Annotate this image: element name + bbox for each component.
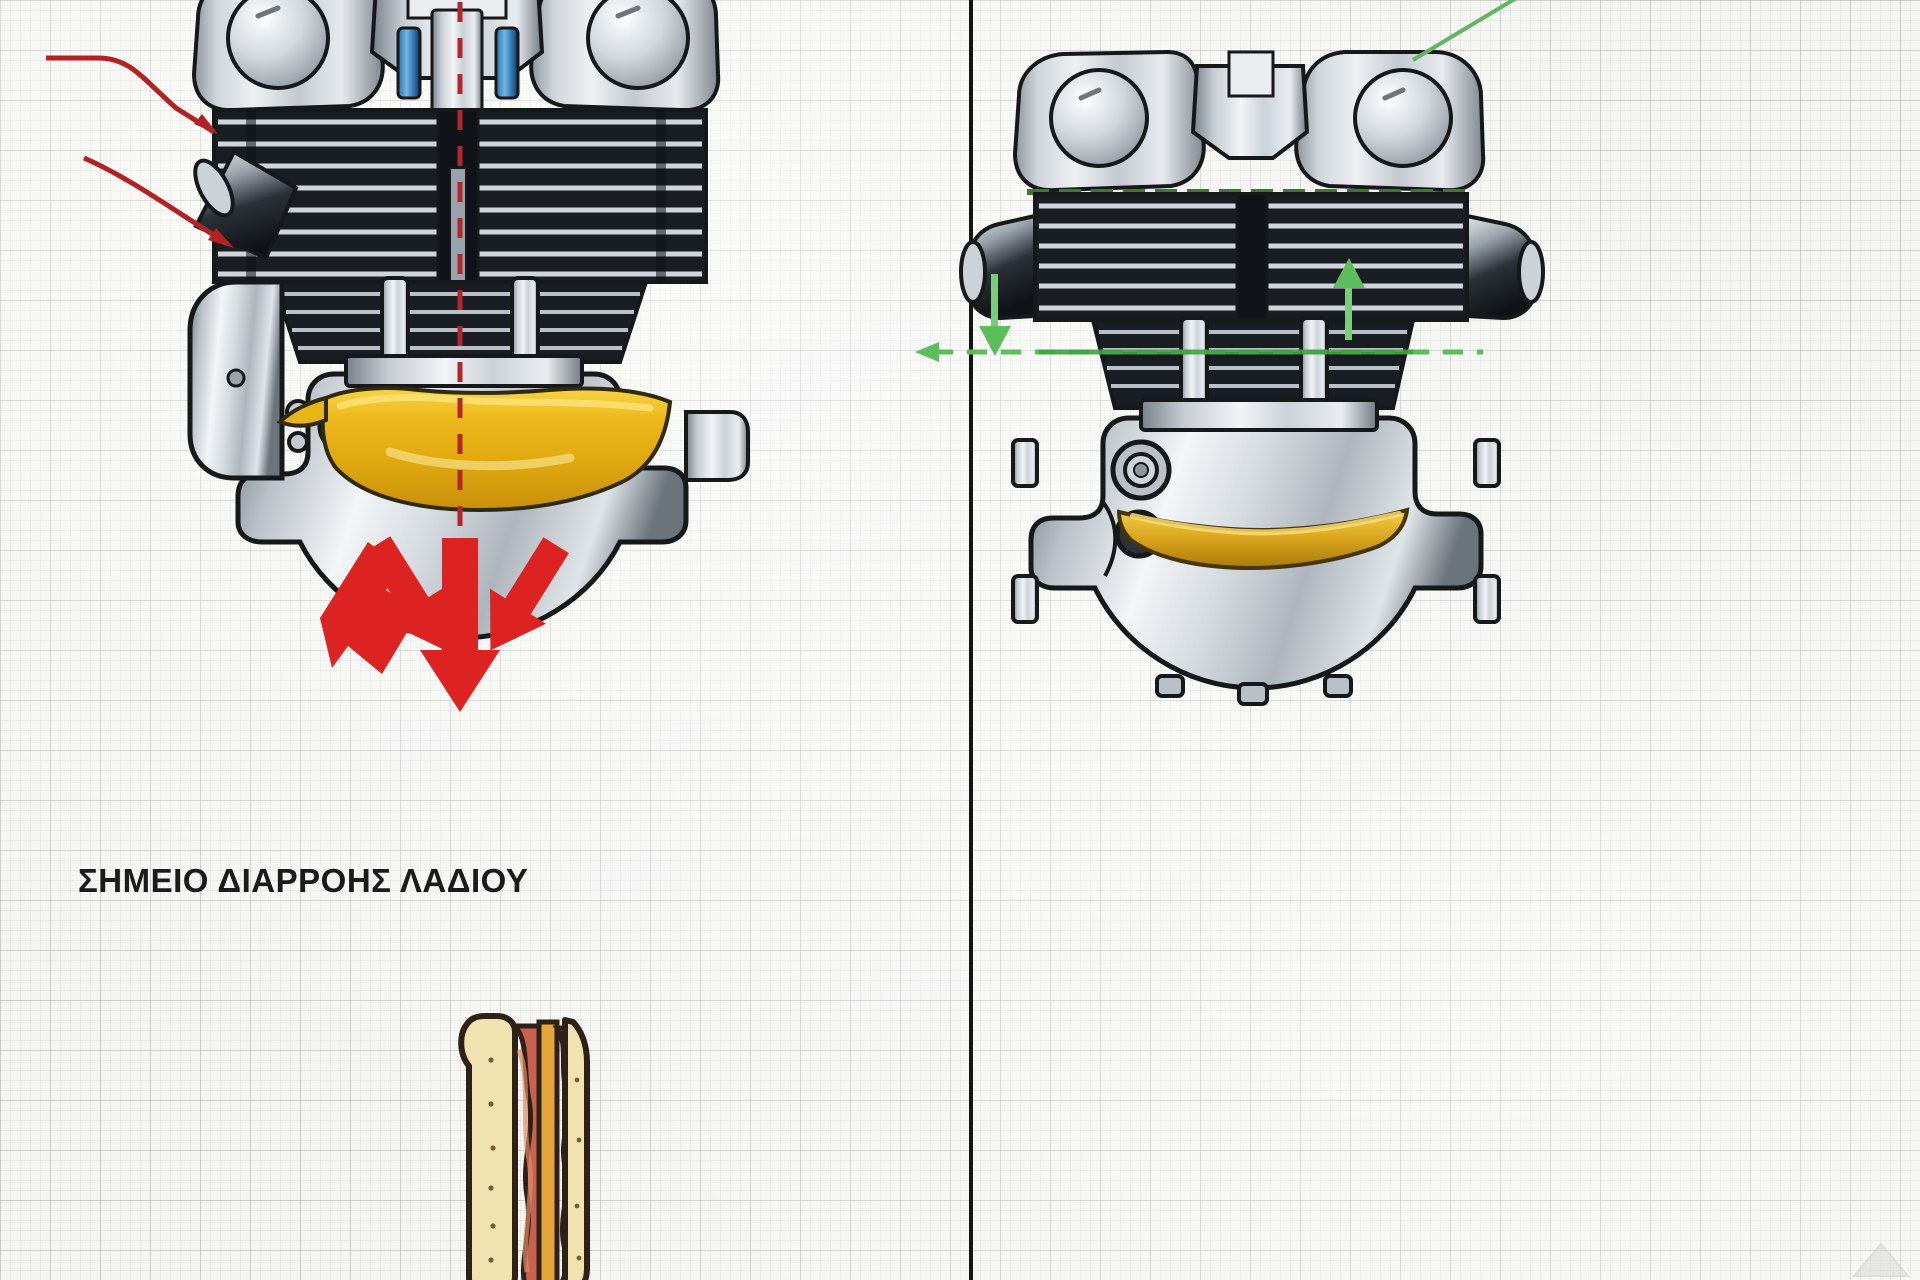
- pointer-arrow-head-gasket: [46, 55, 218, 135]
- intake-port: [193, 149, 299, 261]
- cylinder-barrel-fins: [1090, 316, 1416, 420]
- oil-level-dashed-line: [915, 342, 1483, 362]
- cylinder-head-fins: [1033, 192, 1469, 324]
- pointer-arrow-intake-port: [83, 155, 234, 248]
- cam-cover: [1012, 49, 1486, 193]
- oil-leak-caption: ΣΗΜΕΙΟ ΔΙΑΡΡΟΗΣ ΛΑΔΙΟΥ: [78, 862, 529, 899]
- cam-cover-line: [1411, 0, 1517, 62]
- squashed-sandwich: [455, 1010, 605, 1280]
- level-arrow-up: [1333, 258, 1365, 340]
- right-panel-correct-level: [915, 0, 1920, 1280]
- panel-divider: [969, 0, 973, 1280]
- valve-spring: [396, 26, 520, 100]
- level-arrow-down: [979, 274, 1011, 356]
- engine-oil-correct-level: [1116, 507, 1410, 571]
- exhaust-port: [1465, 213, 1545, 321]
- engine-right-illustration: [915, 0, 1563, 720]
- cylinder-barrel-fins: [271, 276, 649, 376]
- corner-watermark: [1846, 1236, 1916, 1280]
- engine-left-illustration: [46, 0, 770, 712]
- left-panel-overfilled: ΣΗΜΕΙΟ ΔΙΑΡΡΟΗΣ ΛΑΔΙΟΥ: [46, 0, 770, 1280]
- leak-arrows-group: [364, 536, 569, 712]
